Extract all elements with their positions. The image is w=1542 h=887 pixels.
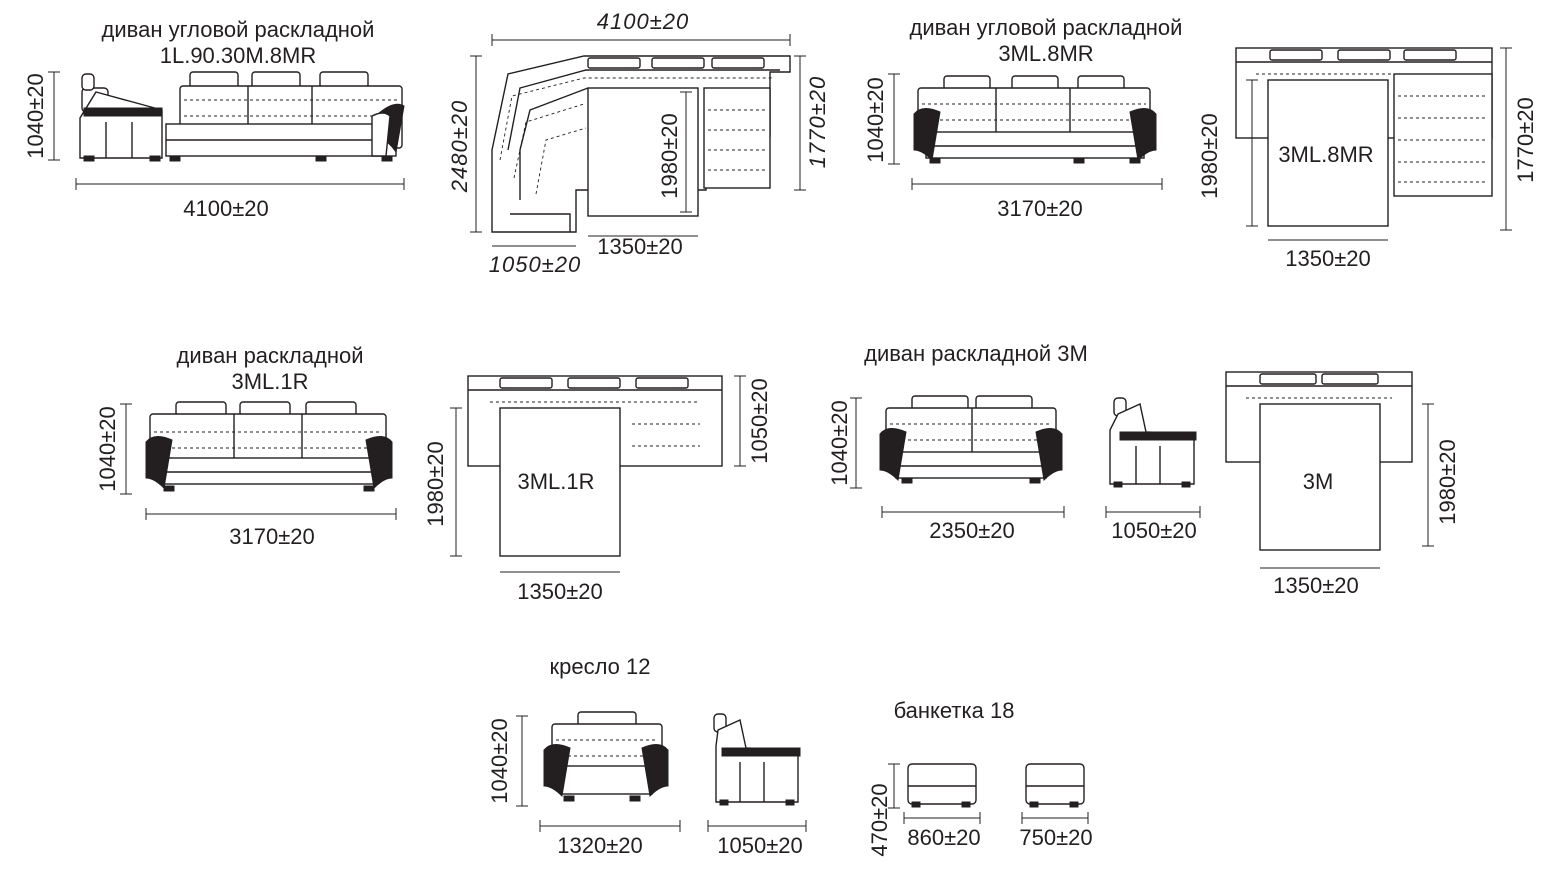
dimension-label: 1350±20 — [1285, 246, 1371, 271]
dimension-label: 3170±20 — [997, 196, 1083, 221]
dimension-label: 4100±20 — [183, 196, 269, 221]
dimension-label: 1770±20 — [1513, 97, 1538, 183]
title-ottoman: банкетка 18 — [893, 698, 1015, 723]
sofa-3m-top-view-icon — [1225, 371, 1434, 569]
title-corner-sofa: диван угловой раскладной — [101, 17, 375, 42]
dimension-label: 1040±20 — [95, 406, 120, 492]
model-code-3ml1r: 3ML.1R — [231, 369, 309, 394]
dimension-label: 1350±20 — [597, 234, 683, 259]
armchair-side-view-icon — [707, 713, 807, 832]
dimension-label: 470±20 — [867, 783, 892, 857]
title-sofa-bed-3m: диван раскладной 3M — [864, 341, 1088, 366]
dimension-label: 1040±20 — [827, 400, 852, 486]
dimension-label: 1040±20 — [487, 718, 512, 804]
sofa-3ml8mr-front-view-icon — [888, 73, 1163, 190]
sofa-3ml1r-front-view-icon — [120, 401, 397, 520]
dimension-label: 1980±20 — [1197, 113, 1222, 199]
dimension-label: 1980±20 — [423, 441, 448, 527]
sofa-3m-front-view-icon — [850, 395, 1065, 518]
bed-area-label: 3ML.1R — [517, 469, 595, 494]
dimension-label: 1050±20 — [1111, 518, 1197, 543]
sofa-3ml8mr-top-view-icon — [1235, 47, 1512, 241]
dimension-label: 1050±20 — [717, 833, 803, 858]
dimension-label: 1770±20 — [805, 75, 830, 169]
dimension-label: 3170±20 — [229, 524, 315, 549]
title-armchair: кресло 12 — [549, 654, 651, 679]
armchair-front-view-icon — [516, 711, 681, 832]
dimension-label: 1050±20 — [747, 378, 772, 464]
dimension-label: 860±20 — [907, 825, 981, 850]
bed-area-label: 3M — [1302, 469, 1334, 494]
corner-sofa-front-view-icon — [48, 71, 405, 190]
dimension-label: 2350±20 — [929, 518, 1015, 543]
dimension-label: 1350±20 — [1273, 573, 1359, 598]
title-sofa-bed: диван раскладной — [176, 343, 364, 368]
dimension-label: 1040±20 — [863, 77, 888, 163]
sofa-3ml1r-top-view-icon — [450, 375, 746, 573]
dimension-label: 4100±20 — [596, 9, 690, 34]
ottoman-860-view-icon — [888, 763, 981, 824]
dimension-label: 1040±20 — [23, 73, 48, 159]
dimension-label: 1980±20 — [1435, 439, 1460, 525]
dimension-label: 1320±20 — [557, 833, 643, 858]
sofa-3m-side-view-icon — [1105, 397, 1201, 518]
title-corner-sofa-3ml8mr: диван угловой раскладной — [909, 15, 1183, 40]
bed-area-label: 3ML.8MR — [1278, 142, 1374, 167]
model-code-corner-sofa: 1L.90.30M.8MR — [159, 43, 317, 68]
corner-sofa-top-view-icon — [470, 34, 806, 247]
ottoman-750-view-icon — [1021, 763, 1089, 824]
dimension-label: 1350±20 — [517, 579, 603, 604]
model-code-3ml8mr: 3ML.8MR — [998, 41, 1094, 66]
dimension-label: 750±20 — [1019, 825, 1093, 850]
dimension-label: 1050±20 — [488, 252, 582, 277]
dimension-label: 1980±20 — [657, 113, 682, 199]
dimension-label: 2480±20 — [447, 99, 472, 193]
